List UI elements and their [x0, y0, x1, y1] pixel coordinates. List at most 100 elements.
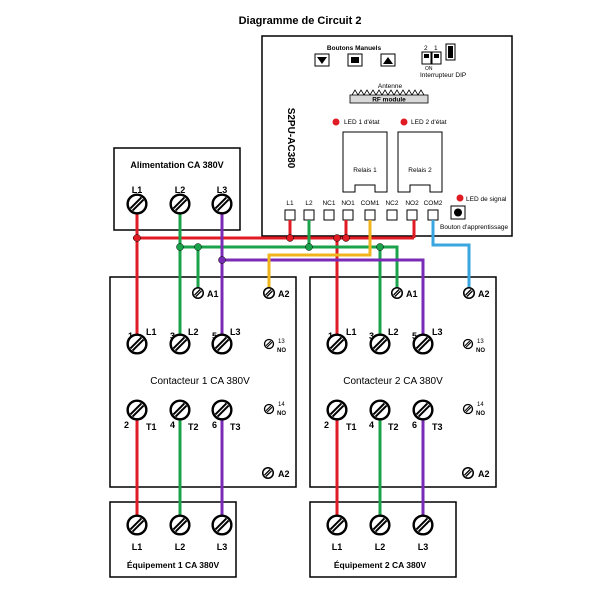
rf-module	[349, 94, 429, 104]
manual-buttons-label: Boutons Manuels	[327, 45, 382, 52]
c2-label-l3: L3	[432, 327, 443, 337]
controller-unit: S2PU-AC380 Boutons Manuels 2 1 ON Interr…	[261, 35, 513, 237]
terminal-label-no2: NO2	[405, 200, 419, 207]
terminal-label-com1: COM1	[361, 200, 380, 207]
c1-screw-l1	[126, 333, 148, 355]
c1-screw-t1	[126, 399, 148, 421]
wiring	[133, 206, 471, 525]
dip-switch[interactable]: 2 1 ON	[421, 43, 456, 72]
wire-purple-l3	[220, 206, 425, 525]
c2-title: Contacteur 2 CA 380V	[343, 376, 443, 387]
c1-a2-bottom-label: A2	[278, 469, 290, 479]
relay2-box	[397, 131, 443, 193]
equipment1-box	[109, 501, 237, 578]
c1-aux13-screw	[263, 338, 275, 350]
power-supply: Alimentation CA 380V L1 L2 L3	[113, 147, 241, 231]
junction-dots	[133, 234, 384, 264]
c1-a2-label: A2	[278, 289, 290, 299]
c1-label-l3: L3	[230, 327, 241, 337]
contactor1: A1 A2 1 L1 3 L2 5 L3 13 NO Contacteur 1 …	[124, 286, 290, 480]
e2-label-l2: L2	[375, 542, 386, 552]
relay1-label: Relais 1	[353, 167, 377, 174]
terminal-no2	[406, 209, 418, 221]
e1-screw-l3	[211, 514, 233, 536]
c2-num-6: 6	[412, 420, 417, 430]
diagram-title: Diagramme de Circuit 2	[239, 15, 362, 27]
wire-green-l2	[178, 206, 399, 525]
e1-screw-l2	[169, 514, 191, 536]
power-screw-l2	[169, 193, 191, 215]
c1-label-t2: T2	[188, 422, 199, 432]
terminal-l2	[303, 209, 315, 221]
manual-button-stop[interactable]	[347, 53, 363, 67]
e2-screw-l1	[326, 514, 348, 536]
c2-num-5: 5	[412, 331, 417, 341]
wire-blue-com2	[431, 220, 471, 293]
c1-a1-screw	[191, 286, 205, 300]
terminal-nc1	[323, 209, 335, 221]
c2-num-4: 4	[369, 420, 374, 430]
manual-button-down[interactable]	[314, 53, 330, 67]
signal-led-label: LED de signal	[466, 196, 507, 203]
dip-number-2: 2	[424, 45, 428, 52]
terminal-label-nc2: NC2	[385, 200, 398, 207]
c2-a2-bottom-label: A2	[478, 469, 490, 479]
antenna-label: Antenne	[378, 83, 403, 90]
led2-label: LED 2 d'état	[411, 119, 447, 126]
e1-label-l3: L3	[217, 542, 228, 552]
c1-num-2: 2	[124, 420, 129, 430]
c2-a2-bottom-screw	[461, 466, 475, 480]
c1-num-4: 4	[170, 420, 175, 430]
dip-number-1: 1	[434, 45, 438, 52]
c1-aux13-num: 13	[278, 339, 285, 345]
c2-screw-l1	[326, 333, 348, 355]
c1-screw-l3	[211, 333, 233, 355]
c2-a2-label: A2	[478, 289, 490, 299]
terminal-com1	[364, 209, 376, 221]
c2-screw-t2	[369, 399, 391, 421]
power-screw-l3	[211, 193, 233, 215]
c1-aux14-num: 14	[278, 402, 285, 408]
rf-module-label: RF module	[372, 97, 406, 104]
c2-a1-label: A1	[406, 289, 418, 299]
terminal-label-nc1: NC1	[322, 200, 335, 207]
terminal-label-no1: NO1	[341, 200, 355, 207]
terminal-com2	[427, 209, 439, 221]
c2-aux13-num: 13	[477, 339, 484, 345]
e2-screw-l2	[369, 514, 391, 536]
c1-label-l1: L1	[146, 327, 157, 337]
led2-indicator	[400, 118, 408, 126]
e1-label-l2: L2	[175, 542, 186, 552]
c2-aux14-no: NO	[476, 411, 485, 417]
c2-screw-l3	[412, 333, 434, 355]
c2-screw-t3	[412, 399, 434, 421]
c1-aux14-no: NO	[277, 411, 286, 417]
wire-red-l1	[133, 206, 416, 525]
c2-aux14-num: 14	[477, 402, 484, 408]
c2-aux14-screw	[462, 403, 474, 415]
terminal-nc2	[386, 209, 398, 221]
relay2-label: Relais 2	[408, 167, 432, 174]
c1-aux14-screw	[263, 403, 275, 415]
c2-a1-screw	[390, 286, 404, 300]
led1-label: LED 1 d'état	[344, 119, 380, 126]
c1-title: Contacteur 1 CA 380V	[150, 376, 250, 387]
c1-label-t1: T1	[146, 422, 157, 432]
signal-led	[456, 194, 464, 202]
c1-num-6: 6	[212, 420, 217, 430]
c2-screw-t1	[326, 399, 348, 421]
c1-a2-bottom-screw	[261, 466, 275, 480]
manual-button-up[interactable]	[380, 53, 396, 67]
e1-label-l1: L1	[132, 542, 143, 552]
c1-a2-screw	[262, 286, 276, 300]
learn-button-dot	[454, 208, 462, 217]
contactor2-box	[309, 276, 497, 488]
controller-model: S2PU-AC380	[285, 108, 296, 169]
c2-label-t1: T1	[346, 422, 357, 432]
c1-screw-t3	[211, 399, 233, 421]
c1-num-3: 3	[170, 331, 175, 341]
wire-yellow-com1	[267, 220, 372, 293]
controller-terminals	[284, 209, 439, 221]
